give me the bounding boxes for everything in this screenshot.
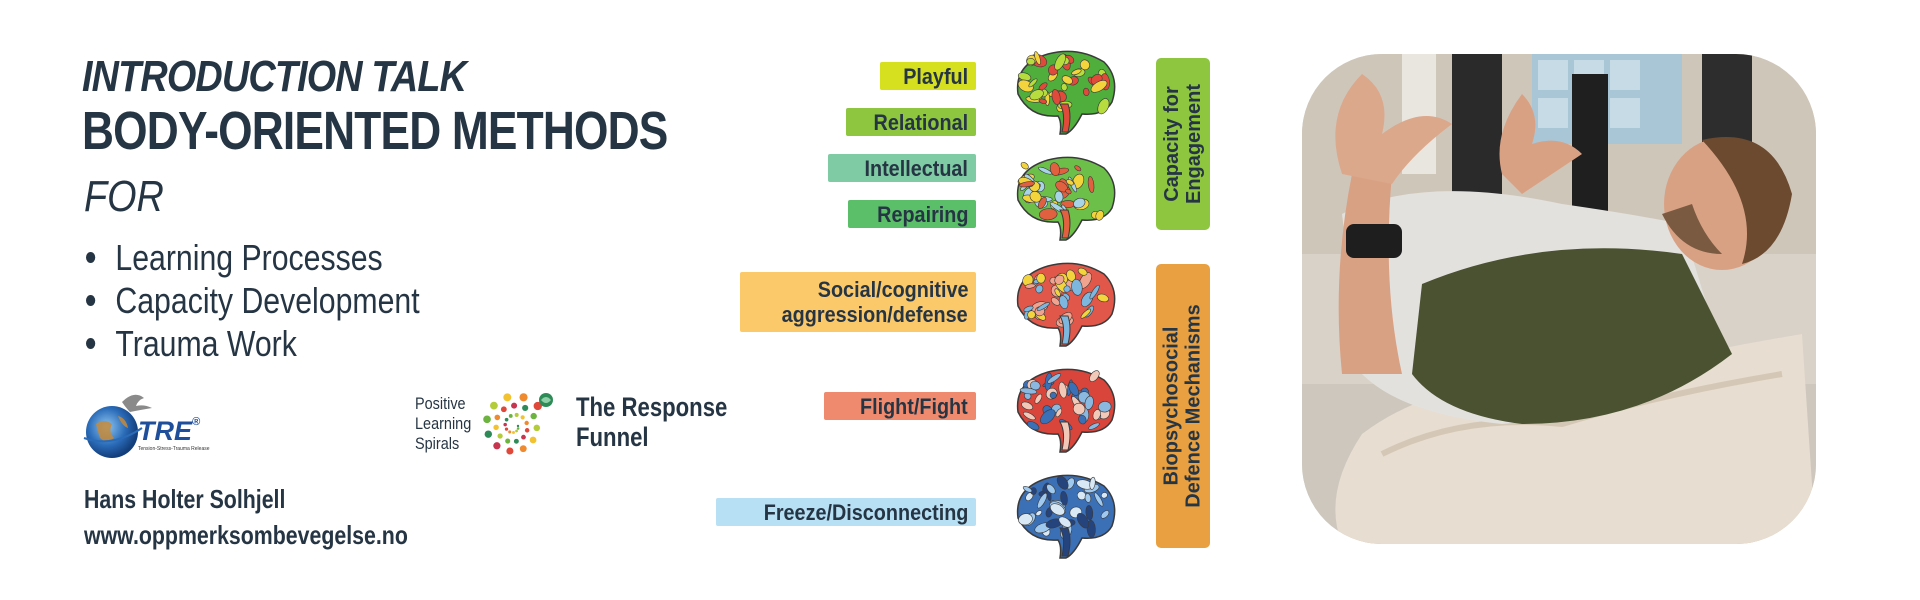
bullet-icon (86, 295, 96, 306)
bullet-icon (86, 252, 96, 263)
response-label-intellectual: Intellectual (828, 154, 976, 182)
dot-spiral-icon (483, 393, 553, 455)
person-lying-on-rug-photo (1302, 54, 1816, 544)
response-label-repairing: Repairing (848, 200, 976, 228)
response-label-flight-fight: Flight/Fight (824, 392, 976, 420)
globe-bird-icon (83, 394, 152, 458)
for-heading: FOR (84, 172, 164, 221)
response-label-relational: Relational (846, 108, 976, 136)
tre-logo-text: TRE® (138, 416, 201, 446)
brain-icon-green-mixed (1016, 156, 1116, 241)
list-item: Learning Processes (86, 236, 420, 279)
brain-icon-red (1016, 262, 1116, 347)
brain-icon-blue (1016, 474, 1116, 559)
tre-tagline: Tension-Stress-Trauma Release (138, 446, 210, 452)
website-link[interactable]: www.oppmerksombevegelse.no (84, 520, 408, 550)
brain-icon-green (1016, 50, 1116, 135)
bullet-icon (86, 338, 96, 349)
intro-heading: INTRODUCTION TALK (82, 52, 467, 101)
topic-list: Learning Processes Capacity Development … (86, 236, 483, 365)
page-title: BODY-ORIENTED METHODS (82, 101, 668, 161)
topic-text: Learning Processes (115, 236, 383, 278)
response-label-freeze: Freeze/Disconnecting (716, 498, 976, 526)
topic-text: Trauma Work (115, 322, 297, 364)
author-name: Hans Holter Solhjell (84, 484, 286, 514)
brain-icon-red-blue (1016, 368, 1116, 453)
response-label-playful: Playful (880, 62, 976, 90)
topic-text: Capacity Development (115, 279, 420, 321)
list-item: Capacity Development (86, 279, 420, 322)
list-item: Trauma Work (86, 322, 420, 365)
